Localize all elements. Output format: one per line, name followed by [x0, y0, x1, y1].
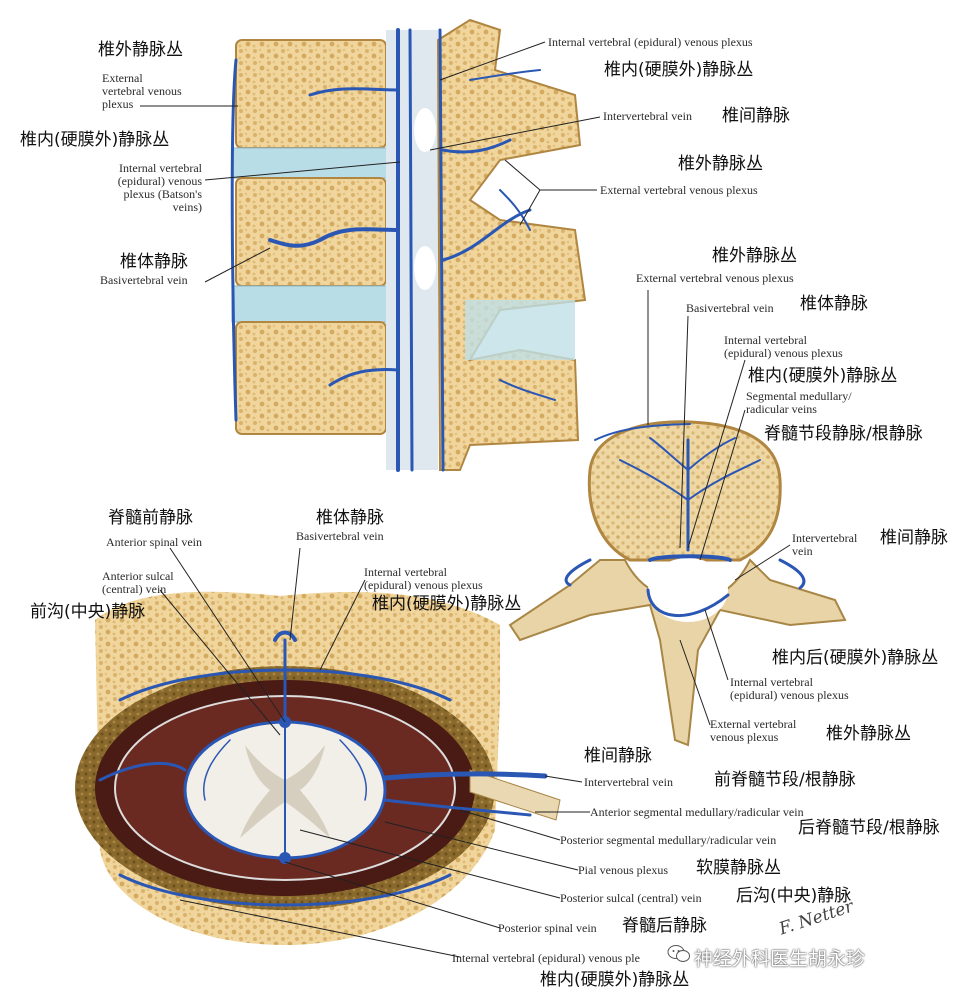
intervertebral-disc-2 [231, 285, 389, 323]
nerve-root [469, 769, 561, 821]
label-int-plexus-cn: 椎内(硬膜外)静脉丛 [20, 130, 170, 150]
label-int-plexus-top-en: Internal vertebral (epidural) venous ple… [548, 35, 753, 49]
label-axial-int-plexus-cn: 椎内(硬膜外)静脉丛 [748, 366, 898, 386]
label-axial-basivert-en: Basivertebral vein [686, 301, 774, 315]
label-axial-int-post-cn: 椎内后(硬膜外)静脉丛 [772, 648, 939, 668]
label-cord-basivert-en: Basivertebral vein [296, 529, 384, 543]
label-pial-en: Pial venous plexus [578, 863, 668, 877]
ligament-band [465, 300, 575, 360]
label-cord-intervertebral-cn: 椎间静脉 [584, 746, 652, 766]
label-ant-segmental-en: Anterior segmental medullary/radicular v… [590, 805, 804, 819]
label-post-spinal-cn: 脊髓后静脉 [622, 916, 707, 936]
label-axial-intervertebral-en: Intervertebral vein [792, 531, 858, 558]
posterior-elements [436, 18, 587, 471]
label-ext-plexus-right-en: External vertebral venous plexus [600, 183, 758, 197]
label-axial-int-post-en: Internal vertebral (epidural) venous ple… [730, 675, 849, 702]
label-axial-segmental-cn: 脊髓节段静脉/根静脉 [764, 424, 923, 444]
vertebral-foramen [648, 558, 728, 622]
vertebral-body-2 [235, 177, 387, 287]
label-cord-int-plexus-en: Internal vertebral (epidural) venous ple… [364, 565, 483, 592]
intervertebral-disc-1 [231, 147, 389, 179]
label-cord-basivert-cn: 椎体静脉 [316, 508, 384, 528]
label-axial-ext-plexus2-en: External vertebral venous plexus [710, 717, 797, 744]
label-post-segmental-cn: 后脊髓节段/根静脉 [798, 818, 940, 838]
label-int-plexus-top-cn: 椎内(硬膜外)静脉丛 [604, 60, 754, 80]
label-intervertebral-en: Intervertebral vein [603, 109, 692, 123]
label-cord-int-plexus-cn: 椎内(硬膜外)静脉丛 [372, 594, 522, 614]
label-ant-sulcal-cn: 前沟(中央)静脉 [30, 602, 146, 622]
label-int-plexus-en: Internal vertebral (epidural) venous ple… [117, 161, 202, 214]
label-basivertebral-en: Basivertebral vein [100, 273, 188, 287]
wechat-icon [667, 945, 690, 962]
spinal-cord-section [75, 591, 561, 945]
label-intervertebral-cn: 椎间静脉 [722, 106, 790, 126]
label-cord-int-plexus-bottom-cn: 椎内(硬膜外)静脉丛 [540, 970, 690, 990]
label-axial-basivert-cn: 椎体静脉 [800, 294, 868, 314]
label-ant-spinal-cn: 脊髓前静脉 [108, 508, 193, 528]
label-ext-plexus-cn: 椎外静脉丛 [98, 40, 183, 60]
lateral-vertebral-column [230, 18, 587, 472]
axial-veins [564, 423, 806, 618]
label-axial-ext-plexus2-cn: 椎外静脉丛 [826, 724, 911, 744]
label-axial-ext-plexus-en: External vertebral venous plexus [636, 271, 794, 285]
label-ext-plexus-en: External vertebral venous plexus [102, 71, 182, 111]
label-ant-sulcal-en: Anterior sulcal (central) vein [102, 569, 174, 596]
label-axial-segmental-en: Segmental medullary/ radicular veins [746, 389, 852, 416]
label-ant-segmental-cn: 前脊髓节段/根静脉 [714, 770, 856, 790]
label-cord-int-plexus-bottom-en: Internal vertebral (epidural) venous ple [452, 951, 640, 965]
watermark-text: 神经外科医生胡永珍 [694, 948, 866, 970]
label-pial-cn: 软膜静脉丛 [696, 858, 781, 878]
label-post-segmental-en: Posterior segmental medullary/radicular … [560, 833, 777, 847]
foramen-2 [414, 246, 436, 290]
leader-lines [140, 41, 791, 958]
label-post-sulcal-en: Posterior sulcal (central) vein [560, 891, 702, 905]
lateral-veins [230, 28, 556, 472]
label-axial-intervertebral-cn: 椎间静脉 [880, 528, 948, 548]
label-axial-ext-plexus-cn: 椎外静脉丛 [712, 246, 797, 266]
label-post-sulcal-cn: 后沟(中央)静脉 [736, 886, 852, 906]
cord-veins [98, 630, 548, 907]
label-ant-spinal-en: Anterior spinal vein [106, 535, 202, 549]
label-axial-int-plexus-en: Internal vertebral (epidural) venous ple… [724, 333, 843, 360]
label-cord-intervertebral-en: Intervertebral vein [584, 775, 673, 789]
vertebral-body-3 [235, 321, 387, 435]
label-basivertebral-cn: 椎体静脉 [120, 252, 188, 272]
vertebral-body-axial [587, 420, 782, 562]
axial-vertebra [508, 420, 847, 747]
label-post-spinal-en: Posterior spinal vein [498, 921, 597, 935]
label-ext-plexus-right-cn: 椎外静脉丛 [678, 154, 763, 174]
foramen-1 [414, 108, 436, 152]
posterior-spinal-vein-dot [279, 852, 291, 864]
